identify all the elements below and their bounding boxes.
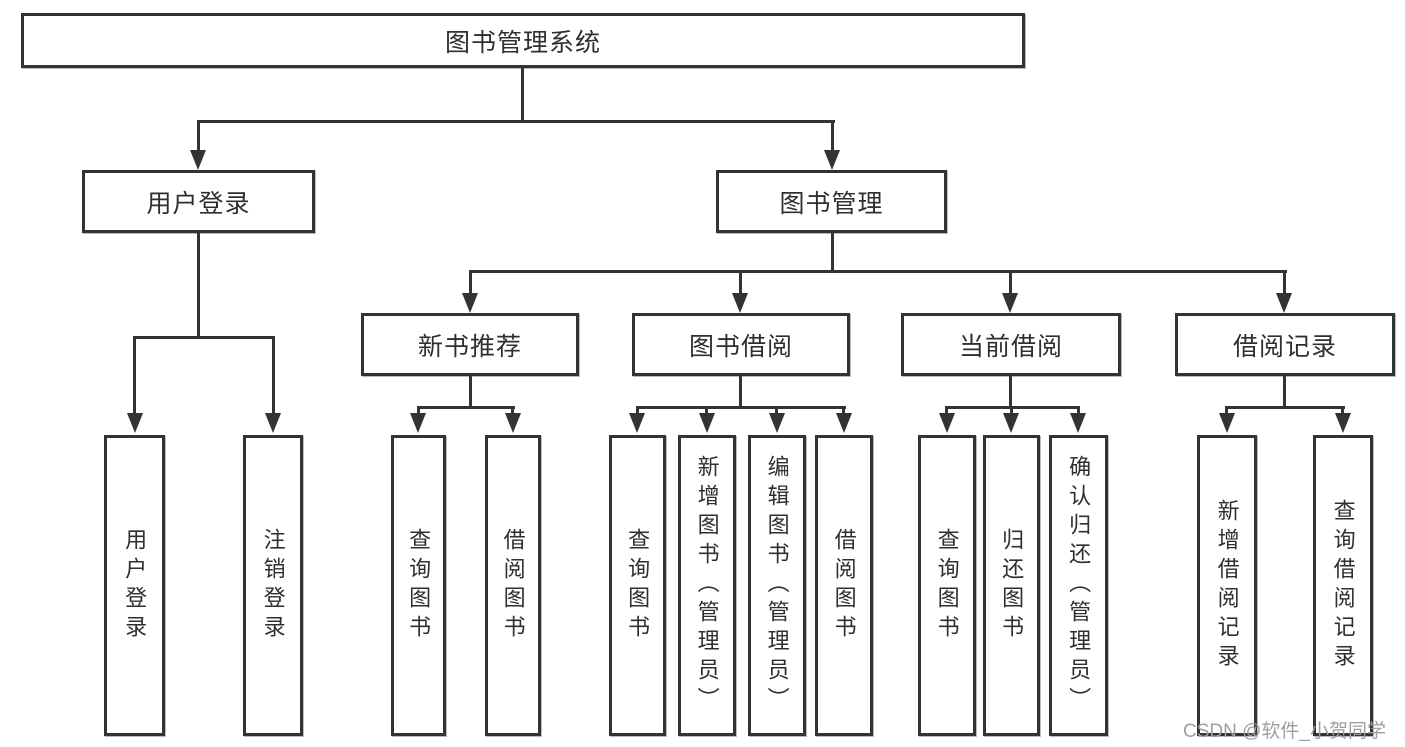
connector-line xyxy=(1009,270,1012,296)
arrow-down-icon xyxy=(127,413,143,433)
connector-line xyxy=(636,406,846,409)
node-label: 借阅图书 xyxy=(500,527,526,644)
connector-line xyxy=(197,233,200,339)
arrow-down-icon xyxy=(1003,413,1019,433)
arrow-down-icon xyxy=(769,413,785,433)
leaf-borrow-books: 借阅图书 xyxy=(815,435,873,736)
leaf-query-books-current: 查询图书 xyxy=(918,435,976,736)
arrow-down-icon xyxy=(699,413,715,433)
node-label: 查询图书 xyxy=(625,527,651,644)
node-book-management: 图书管理 xyxy=(716,170,947,233)
connector-line xyxy=(739,270,742,296)
node-label: 图书管理 xyxy=(779,189,884,218)
connector-line xyxy=(521,68,524,123)
arrow-down-icon xyxy=(1219,413,1235,433)
node-label: 当前借阅 xyxy=(958,332,1063,361)
arrow-down-icon xyxy=(462,293,478,313)
arrow-down-icon xyxy=(939,413,955,433)
arrow-down-icon xyxy=(265,413,281,433)
leaf-user-login: 用户登录 xyxy=(104,435,165,736)
connector-line xyxy=(1077,406,1080,418)
connector-line xyxy=(272,336,275,416)
arrow-down-icon xyxy=(190,150,206,170)
connector-line xyxy=(1283,270,1286,296)
node-borrow-records: 借阅记录 xyxy=(1175,313,1395,376)
node-label: 借阅图书 xyxy=(831,527,857,644)
connector-line xyxy=(705,406,708,418)
leaf-add-book-admin: 新增图书（管理员） xyxy=(678,435,736,736)
leaf-edit-book-admin: 编辑图书（管理员） xyxy=(748,435,806,736)
connector-line xyxy=(945,406,948,418)
connector-line xyxy=(775,406,778,418)
node-label: 新增图书（管理员） xyxy=(694,455,720,716)
node-current-borrow: 当前借阅 xyxy=(901,313,1121,376)
node-label: 查询图书 xyxy=(406,527,432,644)
node-label: 借阅记录 xyxy=(1232,332,1337,361)
node-label: 查询借阅记录 xyxy=(1330,498,1356,673)
arrow-down-icon xyxy=(1276,293,1292,313)
arrow-down-icon xyxy=(410,413,426,433)
connector-line xyxy=(1225,406,1345,409)
connector-line xyxy=(469,270,1287,273)
connector-line xyxy=(842,406,845,418)
connector-line xyxy=(831,233,834,273)
arrow-down-icon xyxy=(629,413,645,433)
node-root: 图书管理系统 xyxy=(21,13,1025,68)
node-label: 查询图书 xyxy=(934,527,960,644)
connector-line xyxy=(133,336,136,416)
arrow-down-icon xyxy=(505,413,521,433)
arrow-down-icon xyxy=(824,150,840,170)
leaf-return-book: 归还图书 xyxy=(983,435,1040,736)
leaf-borrow-books-recommend: 借阅图书 xyxy=(485,435,541,736)
connector-line xyxy=(1010,406,1013,418)
node-label: 编辑图书（管理员） xyxy=(764,455,790,716)
connector-line xyxy=(133,336,275,339)
leaf-add-borrow-record: 新增借阅记录 xyxy=(1197,435,1257,736)
connector-line xyxy=(511,406,514,418)
connector-line xyxy=(417,406,420,418)
node-label: 图书管理系统 xyxy=(444,28,601,57)
node-new-book-recommend: 新书推荐 xyxy=(361,313,579,376)
arrow-down-icon xyxy=(836,413,852,433)
connector-line xyxy=(636,406,639,418)
connector-line xyxy=(469,270,472,296)
node-label: 用户登录 xyxy=(146,189,251,218)
connector-line xyxy=(1225,406,1228,418)
connector-line xyxy=(197,120,835,123)
node-label: 确认归还（管理员） xyxy=(1066,455,1092,716)
node-label: 归还图书 xyxy=(999,527,1025,644)
watermark-text: CSDN @软件_小贺同学 xyxy=(1183,721,1386,742)
leaf-logout: 注销登录 xyxy=(243,435,303,736)
connector-line xyxy=(197,120,200,154)
connector-line xyxy=(1283,376,1286,408)
arrow-down-icon xyxy=(1335,413,1351,433)
node-label: 注销登录 xyxy=(260,527,286,644)
node-user-login: 用户登录 xyxy=(82,170,315,233)
connector-line xyxy=(831,120,834,154)
connector-line xyxy=(469,376,472,408)
arrow-down-icon xyxy=(732,293,748,313)
connector-line xyxy=(1009,376,1012,408)
leaf-query-books-recommend: 查询图书 xyxy=(391,435,446,736)
node-label: 图书借阅 xyxy=(688,332,793,361)
node-label: 用户登录 xyxy=(122,527,148,644)
connector-line xyxy=(739,376,742,408)
leaf-query-borrow-record: 查询借阅记录 xyxy=(1313,435,1373,736)
leaf-confirm-return-admin: 确认归还（管理员） xyxy=(1049,435,1108,736)
connector-line xyxy=(1341,406,1344,418)
arrow-down-icon xyxy=(1002,293,1018,313)
node-label: 新增借阅记录 xyxy=(1214,498,1240,673)
leaf-query-books-borrow: 查询图书 xyxy=(609,435,666,736)
connector-line xyxy=(417,406,515,409)
node-book-borrow: 图书借阅 xyxy=(632,313,850,376)
arrow-down-icon xyxy=(1070,413,1086,433)
node-label: 新书推荐 xyxy=(417,332,522,361)
